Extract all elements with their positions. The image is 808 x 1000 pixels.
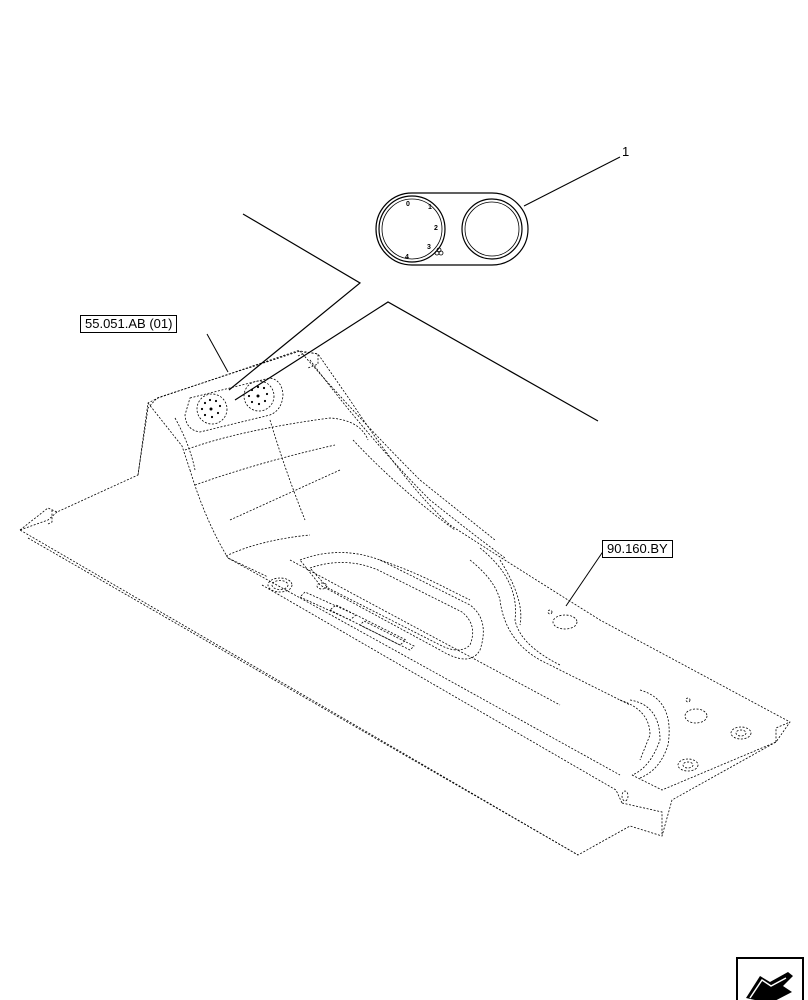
scale-mark-0: 0 bbox=[406, 201, 410, 208]
scale-mark-2: 2 bbox=[434, 225, 438, 232]
console-knob-detail bbox=[200, 385, 269, 419]
leader-line-ref-b bbox=[565, 549, 605, 607]
leader-line-item-1 bbox=[523, 156, 621, 207]
leader-line-ref-a bbox=[206, 333, 229, 373]
knob-scale-marks: 0 1 2 3 4 bbox=[405, 201, 438, 261]
callout-item-1: 1 bbox=[622, 144, 630, 159]
next-page-arrow-icon[interactable] bbox=[736, 957, 804, 1000]
scale-mark-4: 4 bbox=[405, 254, 409, 261]
reference-label-55-051-ab[interactable]: 55.051.AB (01) bbox=[80, 315, 178, 333]
knob-bezel-part bbox=[375, 192, 529, 266]
assembly-indicator-lines bbox=[228, 213, 599, 422]
fan-symbol-icon bbox=[434, 247, 444, 256]
scale-mark-3: 3 bbox=[427, 244, 431, 251]
reference-label-90-160-by[interactable]: 90.160.BY bbox=[602, 540, 673, 558]
center-console-outline bbox=[19, 349, 791, 856]
scale-mark-1: 1 bbox=[428, 204, 432, 211]
